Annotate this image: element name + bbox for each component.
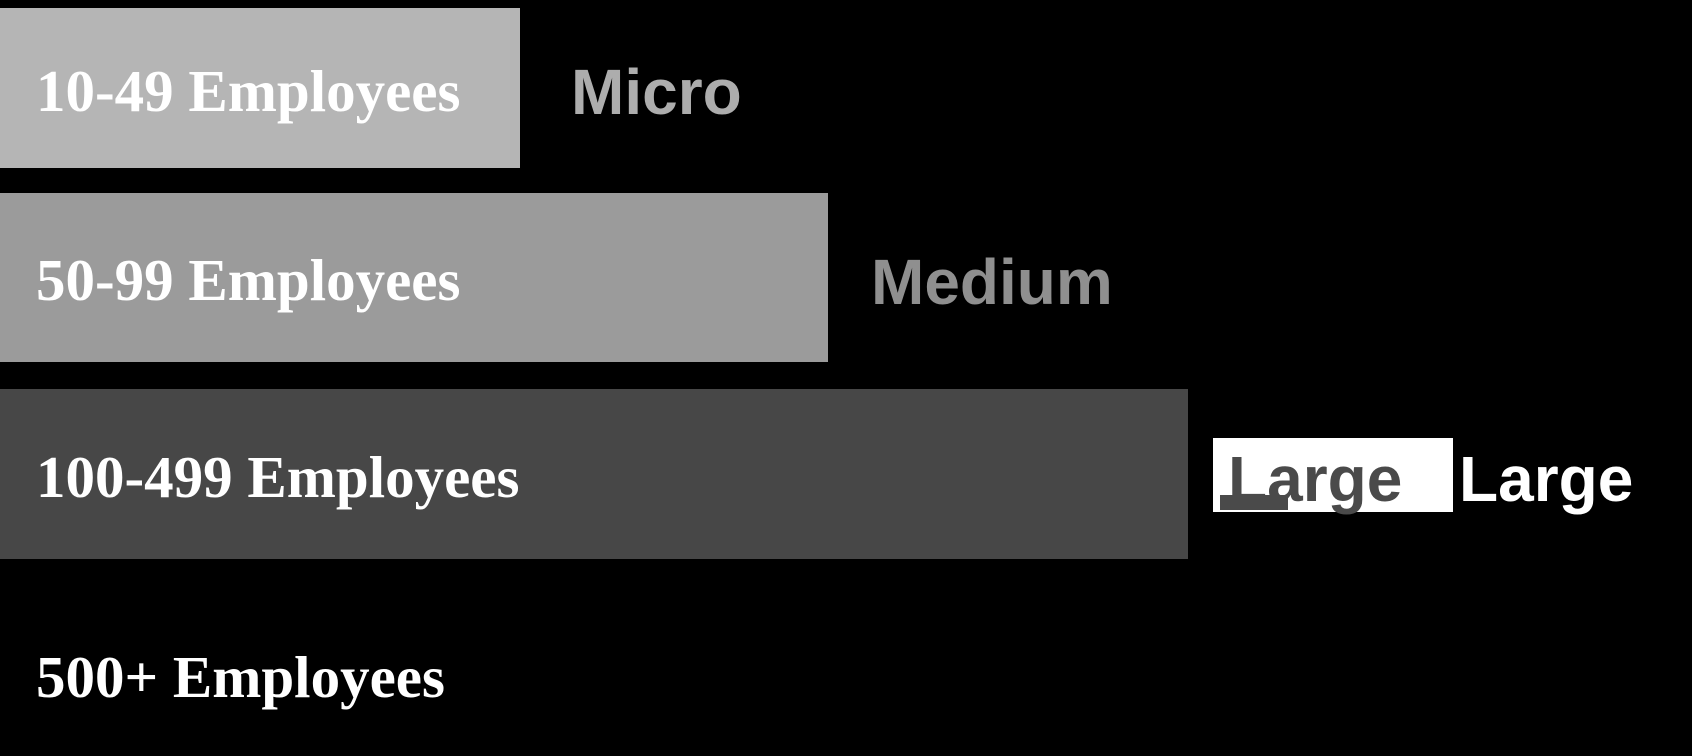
bar-label-100-499-employees: 100-499 Employees <box>36 444 520 510</box>
bar-10-49-employees <box>0 8 520 168</box>
size-label-large: Large <box>1459 443 1634 515</box>
bar-label-10-49-employees: 10-49 Employees <box>36 58 461 124</box>
size-label-medium: Medium <box>871 246 1113 318</box>
size-label-micro: Micro <box>571 56 742 128</box>
large-label-highlight-box: Large <box>1213 438 1453 512</box>
bar-50-99-employees <box>0 193 828 362</box>
bar-100-499-employees <box>0 389 1188 559</box>
bar-label-50-99-employees: 50-99 Employees <box>36 247 461 313</box>
highlight-box-artifact-strip <box>1220 495 1288 510</box>
bar-label-500plus-employees: 500+ Employees <box>36 644 445 710</box>
